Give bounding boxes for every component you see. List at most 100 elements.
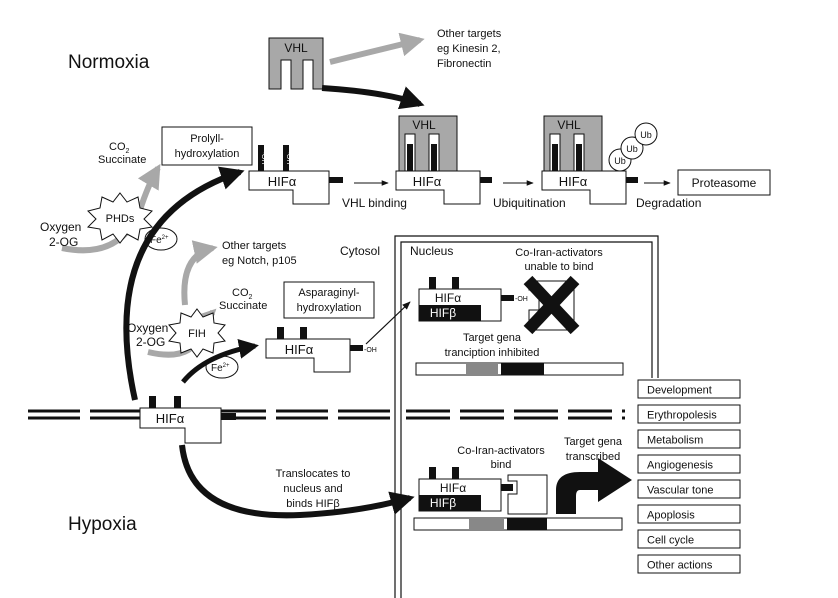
proteasome-label: Proteasome (692, 176, 757, 190)
prolyl-line2: hydroxylation (175, 148, 240, 160)
hif-vhl-ub-complex: VHL HIFα (541, 115, 638, 205)
svg-text:-OH: -OH (285, 152, 292, 165)
svg-text:HIFα: HIFα (156, 411, 185, 426)
prolyl-hydroxylation-arrow (123, 166, 245, 401)
svg-text:HIFα: HIFα (440, 481, 466, 495)
svg-text:HIFα: HIFα (413, 174, 442, 189)
hif-alpha-hydroxylated: -OH -OH HIFα (248, 145, 343, 205)
asparaginyl-line1: Asparaginyl- (298, 287, 359, 299)
outcome-box (637, 479, 741, 499)
outcome-label: Other actions (647, 560, 713, 572)
ubiquitin-chain: Ub Ub Ub (608, 122, 658, 172)
degradation-label: Degradation (636, 196, 701, 210)
hif-alpha-label-1: HIFα (268, 174, 297, 189)
2og-label-top: 2-OG (49, 235, 78, 249)
outcome-label: Vascular tone (647, 485, 713, 497)
svg-text:Ub: Ub (626, 144, 638, 154)
other-targets-vhl-line3: Fibronectin (437, 58, 491, 70)
outcome-label: Angiogenesis (647, 460, 714, 472)
coactivator-blocked (523, 275, 580, 335)
cell-membrane (28, 409, 625, 420)
ubiquitination-label: Ubiquitination (493, 196, 566, 210)
2og-label-mid: 2-OG (136, 335, 165, 349)
hif-dimer-inhibited: -OH HIFα HIFβ (418, 277, 528, 322)
translocation-arrow (179, 444, 415, 519)
vhl-free-label: VHL (284, 41, 308, 55)
svg-text:Ub: Ub (614, 156, 626, 166)
outcome-box (637, 454, 741, 474)
coact-bind-line1: Co-Iran-activators (457, 445, 545, 457)
svg-text:Ub: Ub (640, 130, 652, 140)
target-inhibited-line2: tranciption inhibited (445, 347, 540, 359)
translocates-line2: nucleus and (283, 483, 342, 495)
hypoxia-title: Hypoxia (68, 514, 137, 535)
prolyl-line1: Prolyll- (190, 133, 224, 145)
outcome-label: Development (647, 385, 712, 397)
outcome-box (637, 529, 741, 549)
succinate-label-top: Succinate (98, 154, 146, 166)
phds-label: PHDs (106, 213, 135, 225)
outcome-label: Cell cycle (647, 535, 694, 547)
cytosol-label: Cytosol (340, 244, 380, 258)
other-targets-vhl-line2: eg Kinesin 2, (437, 43, 501, 55)
co2-label-top: CO2 (109, 141, 130, 155)
grey-arrow-vhl-targets (329, 32, 425, 65)
hif-alpha-hypoxia: HIFα (139, 396, 236, 444)
svg-text:HIFβ: HIFβ (430, 496, 456, 510)
other-targets-fih-line2: eg Notch, p105 (222, 255, 297, 267)
hif-dimer-active: HIFα HIFβ (418, 467, 513, 512)
proteasome-box (677, 169, 771, 196)
asparaginyl-line2: hydroxylation (297, 302, 362, 314)
outcome-box (637, 379, 741, 399)
coact-unable-line2: unable to bind (524, 261, 593, 273)
prolyl-hydroxylation-box (161, 126, 253, 166)
co2-label-mid: CO2 (232, 287, 253, 301)
svg-text:-OH: -OH (364, 347, 377, 354)
nucleus-label: Nucleus (410, 244, 453, 258)
transcription-block-arrow (556, 458, 632, 514)
svg-text:VHL: VHL (412, 118, 436, 132)
hif-alpha-asn-hydroxylated: -OH HIFα (265, 327, 377, 373)
coact-unable-line1: Co-Iran-activators (515, 247, 603, 259)
normoxia-title: Normoxia (68, 52, 150, 73)
asparaginyl-hydroxylation-arrow (181, 338, 259, 384)
outcome-box (637, 504, 741, 524)
svg-text:HIFα: HIFα (435, 291, 461, 305)
coactivator-bound (507, 474, 548, 515)
outcome-box (637, 429, 741, 449)
svg-text:HIFα: HIFα (559, 174, 588, 189)
svg-text:-OH: -OH (515, 296, 528, 303)
dna-strand-active (413, 517, 623, 531)
hif-vhl-complex: VHL HIFα (395, 115, 492, 205)
outcome-label: Apoplosis (647, 510, 695, 522)
outcomes-list: DevelopmentErythropolesisMetabolismAngio… (637, 379, 741, 574)
translocates-line3: binds HIFβ (286, 498, 339, 510)
svg-text:HIFα: HIFα (285, 342, 314, 357)
coact-bind-line2: bind (491, 459, 512, 471)
svg-text:VHL: VHL (557, 118, 581, 132)
target-transcribed-line1: Target gena (564, 436, 623, 448)
vhl-free: VHL (268, 37, 324, 90)
other-targets-fih-line1: Other targets (222, 240, 287, 252)
target-transcribed-line2: transcribed (566, 451, 620, 463)
target-inhibited-line1: Target gena (463, 332, 522, 344)
vhl-binding-arrow (321, 85, 425, 110)
asparaginyl-hydroxylation-box (283, 281, 375, 319)
outcome-label: Metabolism (647, 435, 703, 447)
fih-label: FIH (188, 328, 206, 340)
svg-text:-OH: -OH (260, 152, 267, 165)
outcome-box (637, 554, 741, 574)
nucleus-boundary (394, 235, 659, 598)
oxygen-label-mid: Oxygen (127, 321, 168, 335)
outcome-label: Erythropolesis (647, 410, 717, 422)
succinate-label-mid: Succinate (219, 300, 267, 312)
phds-starburst (86, 192, 154, 244)
fe-label-top: Fe2+ (150, 235, 169, 246)
arrow-to-nucleus-inhibited (365, 301, 411, 345)
oxygen-label-top: Oxygen (40, 220, 81, 234)
grey-arrow-fih-targets (181, 240, 218, 306)
svg-text:HIFβ: HIFβ (430, 306, 456, 320)
translocates-line1: Translocates to (276, 468, 351, 480)
other-targets-vhl-line1: Other targets (437, 28, 502, 40)
